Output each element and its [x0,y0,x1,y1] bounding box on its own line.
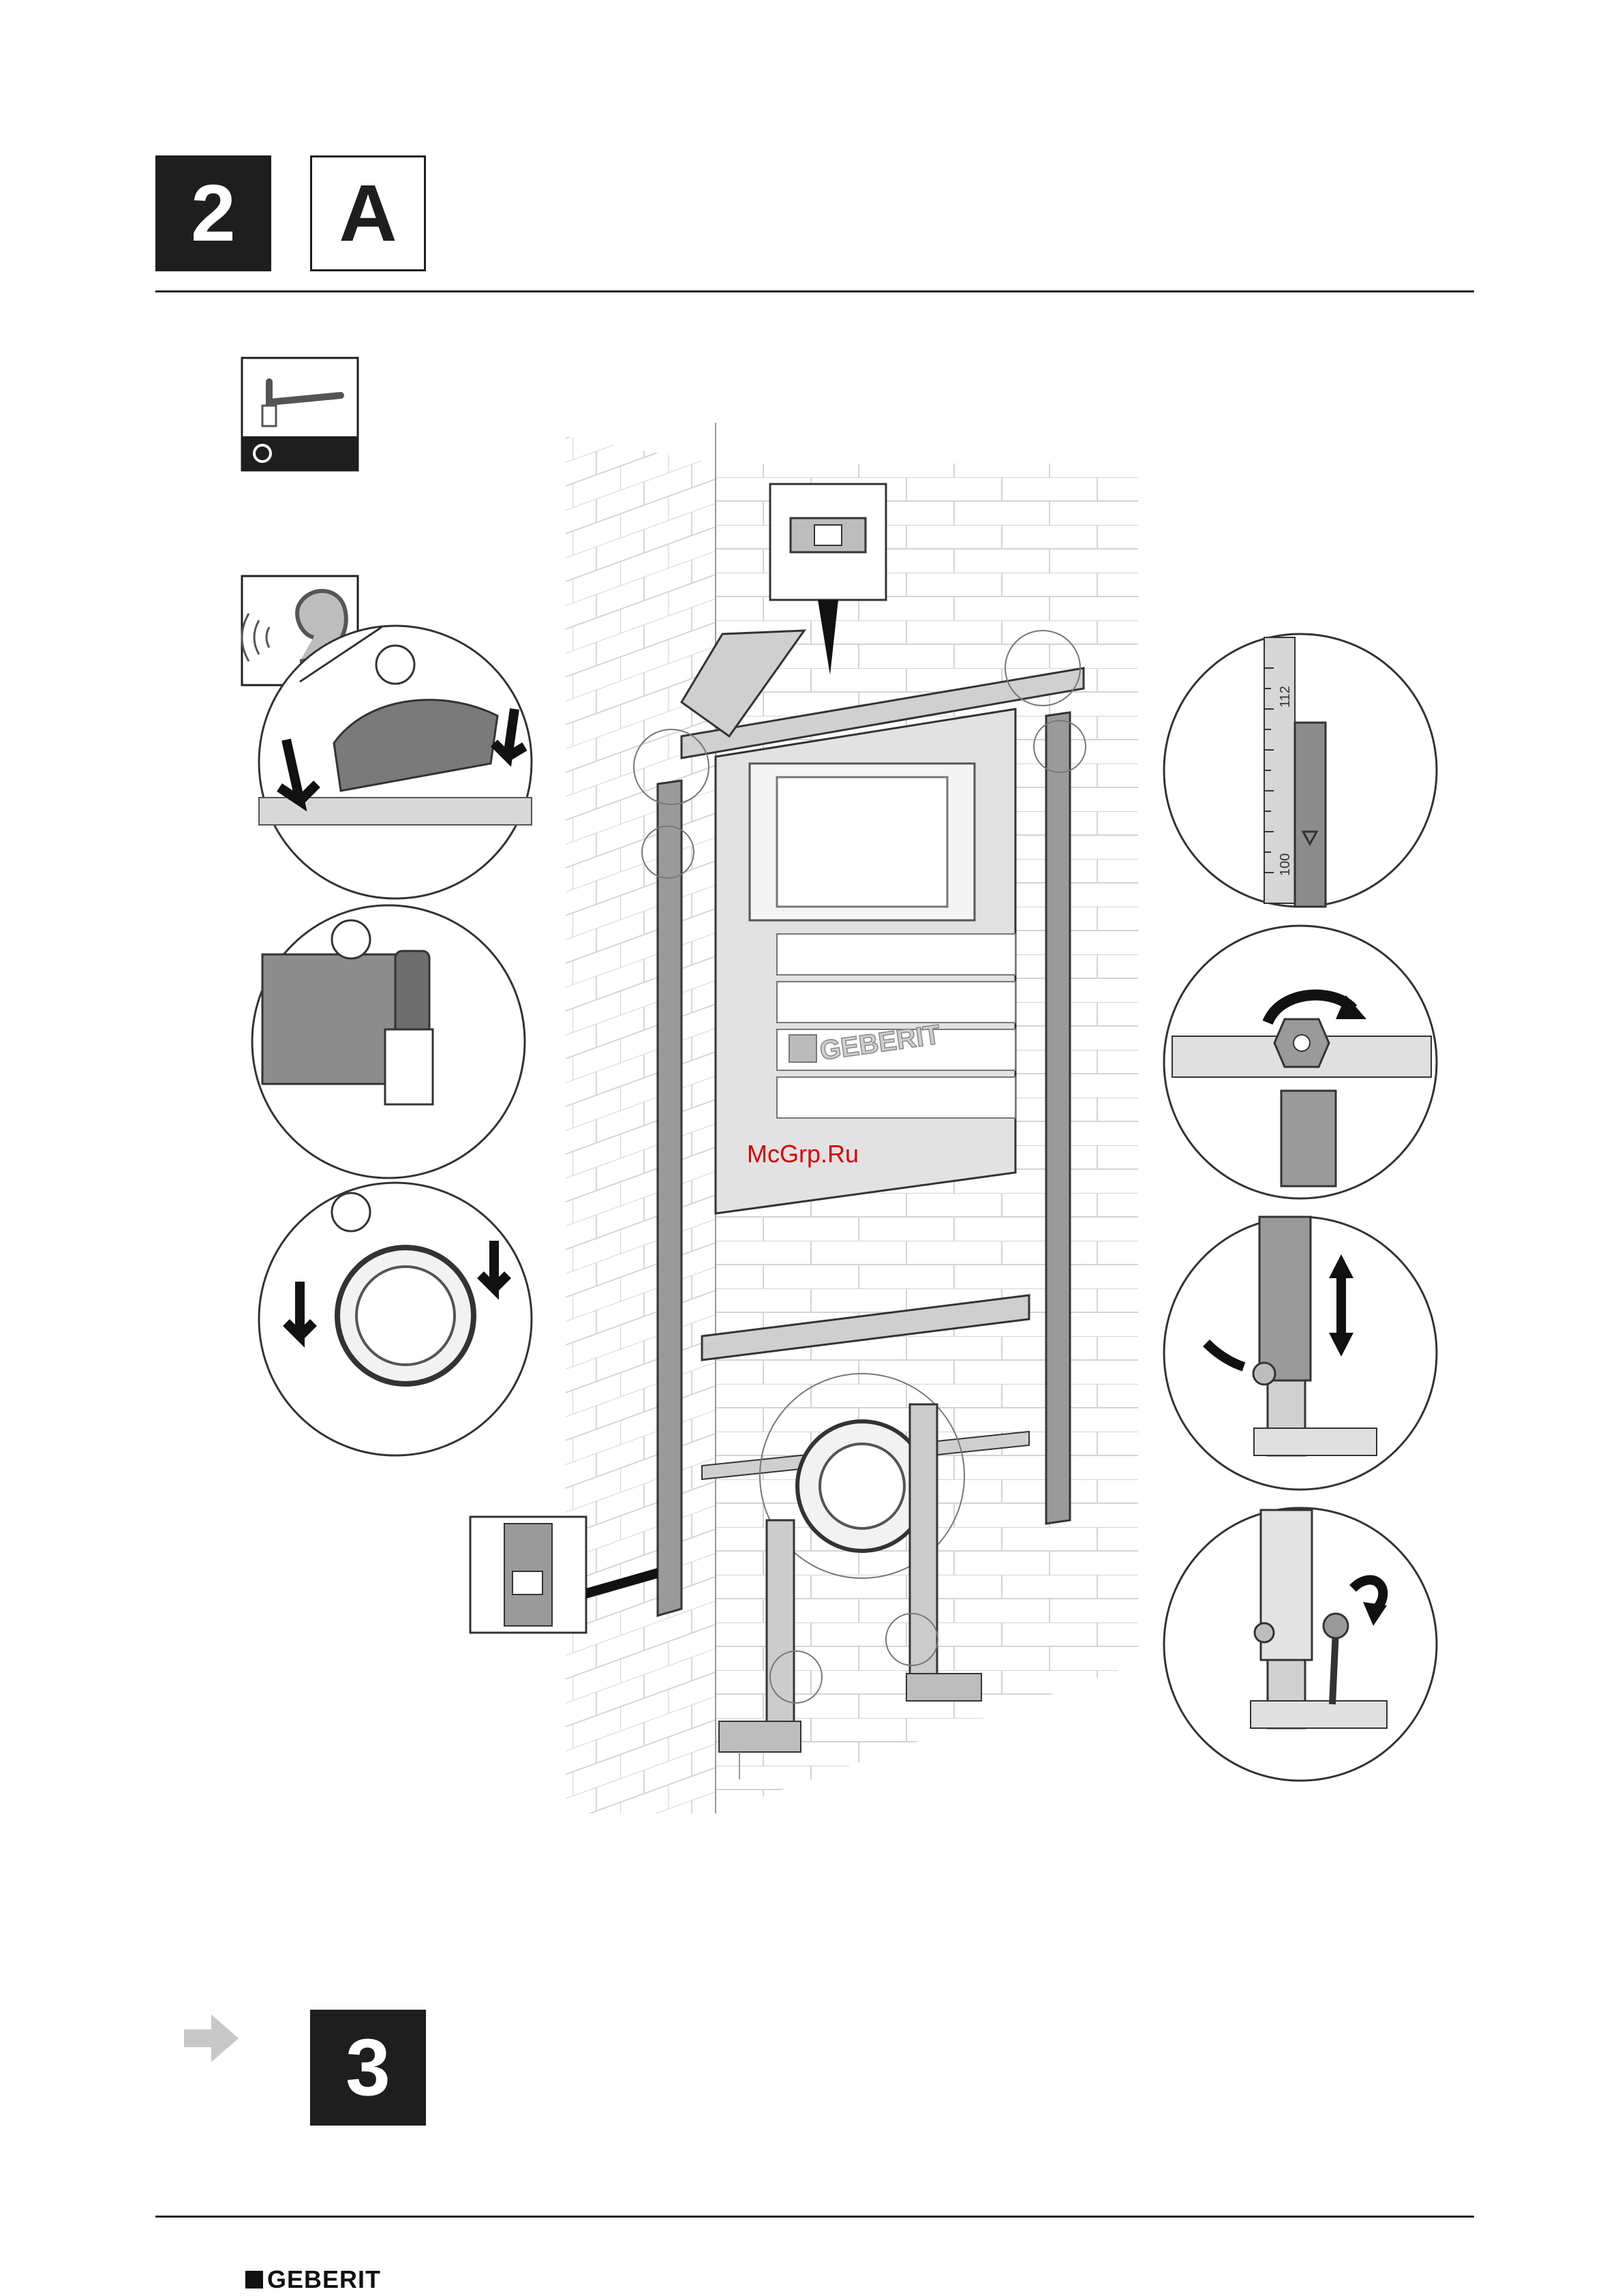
detail-circle-floor-screw [1164,1508,1437,1781]
scale-label-upper: 112 [1278,686,1293,708]
detail-circle-clamp [259,626,532,898]
detail-circle-leg-adjust [1164,1217,1437,1490]
next-step-arrow-icon [184,2014,239,2062]
next-step-number-box: 3 [310,2010,426,2126]
detail-circle-outlet-bend [259,1183,532,1455]
detail-circle-pipe-seal [252,905,525,1178]
brand-square-icon [245,2271,263,2289]
detail-circle-bolt-turn [1164,926,1437,1198]
watermark-text: McGrp.Ru [747,1140,859,1168]
brand-logo: GEBERIT [245,2265,381,2294]
brand-name: GEBERIT [267,2265,381,2294]
footer-rule [155,2216,1474,2218]
scale-label-lower: 100 [1278,854,1293,876]
next-step-number: 3 [346,2021,391,2114]
detail-circle-height-scale: 112 100 [1164,634,1437,907]
hex-wrench-tool-icon [242,358,358,470]
